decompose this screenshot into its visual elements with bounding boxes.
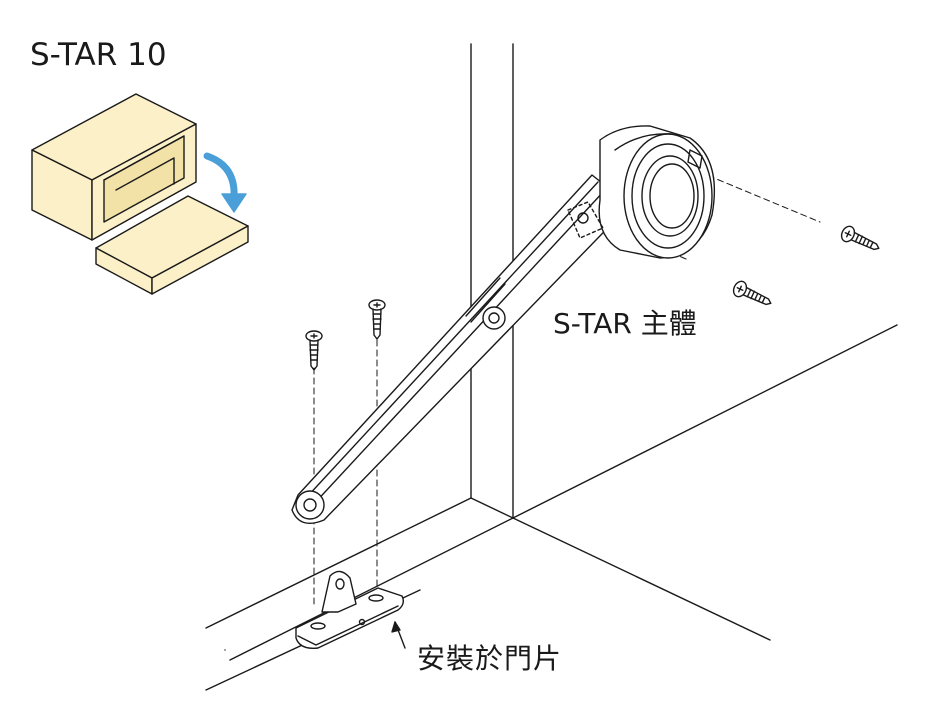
rotation-arrow-icon [203,152,247,213]
arm-link [291,174,631,524]
wall-lines [205,43,898,691]
hinge-body-icon [567,125,716,259]
screw-icon [305,225,880,371]
bracket-icon [295,570,406,649]
main-body-label: S-TAR 主體 [553,307,697,340]
door-mount-label: 安裝於門片 [417,642,563,675]
cabinet-open-door-icon [31,93,249,295]
product-title: S-TAR 10 [30,37,167,73]
